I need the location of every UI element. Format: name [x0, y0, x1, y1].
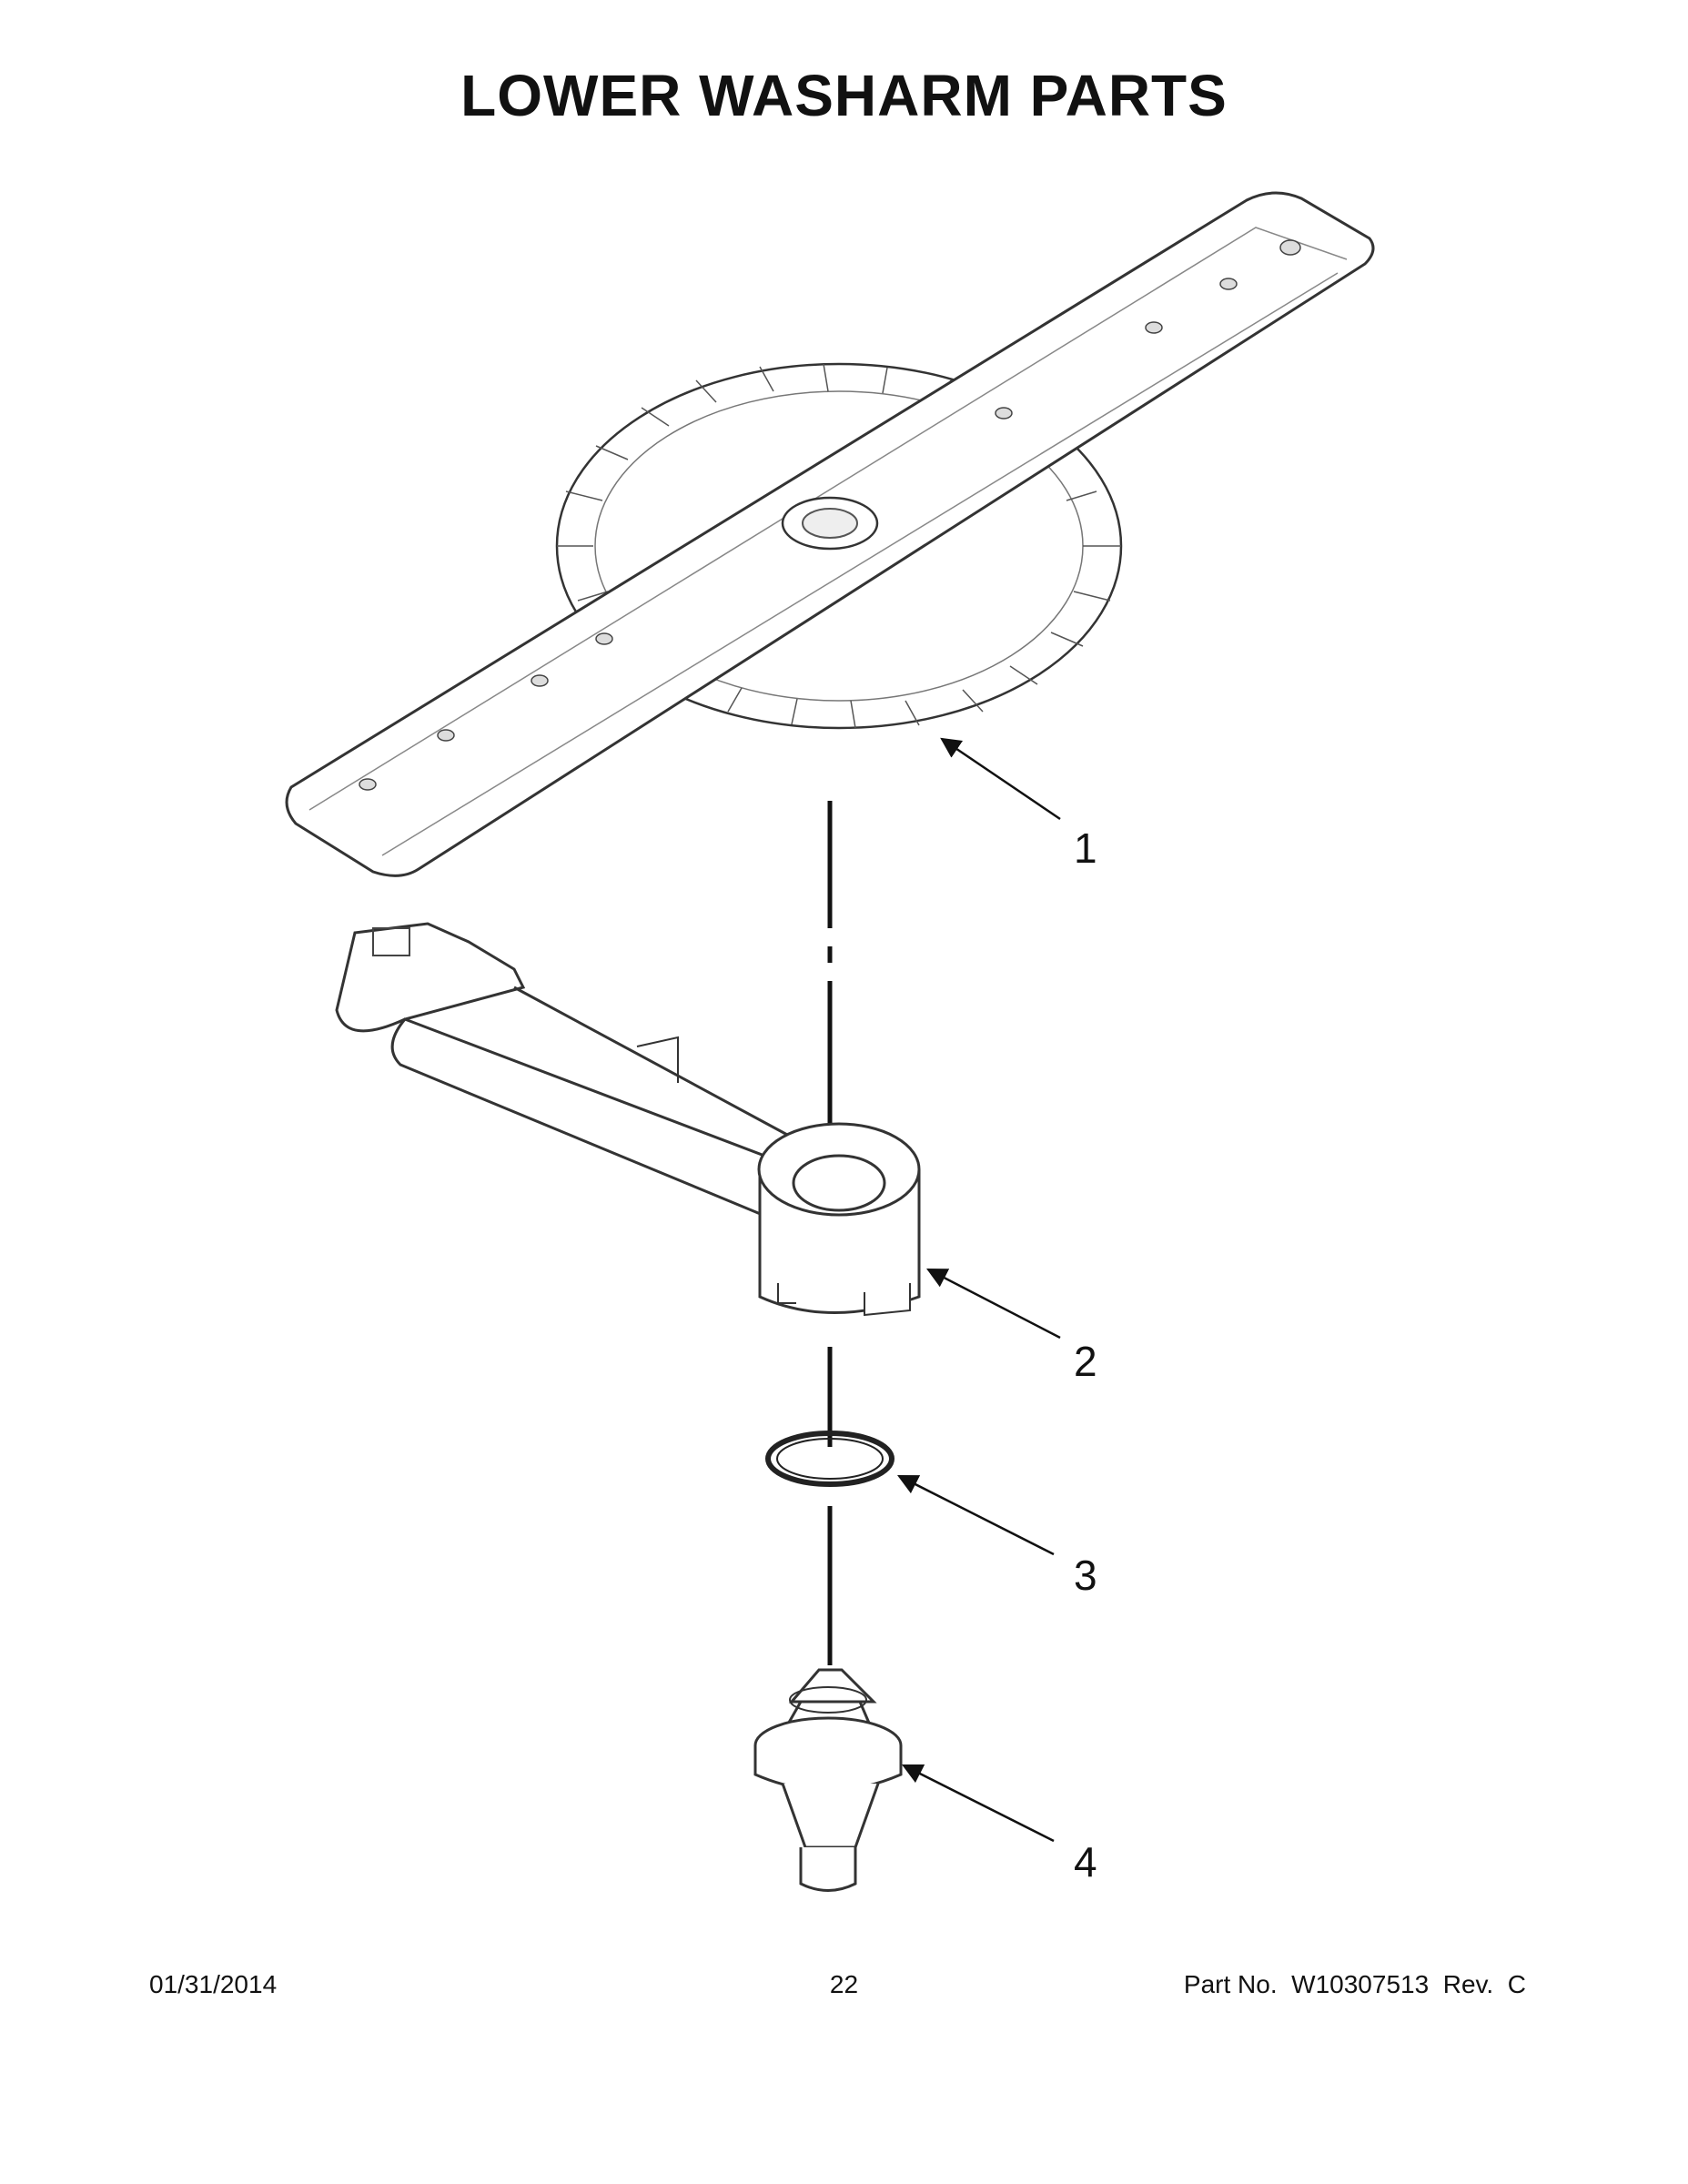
lower-washarm-part: [285, 191, 1375, 877]
callout-arrows: [896, 737, 1061, 1843]
footer-page-number: 22: [829, 1970, 859, 1998]
footer-part-number: Part No. W10307513 Rev. C: [1183, 1970, 1526, 1998]
bearing-spindle-part: [753, 1668, 903, 1892]
footer-date: 01/31/2014: [149, 1970, 278, 1998]
page-title: LOWER WASHARM PARTS: [460, 63, 1228, 128]
callout-2: 2: [1074, 1338, 1097, 1385]
o-ring-part: [765, 1431, 895, 1487]
callout-3: 3: [1074, 1552, 1097, 1599]
manifold-part: [335, 922, 921, 1317]
callout-4: 4: [1074, 1838, 1097, 1886]
callout-1: 1: [1074, 824, 1097, 872]
